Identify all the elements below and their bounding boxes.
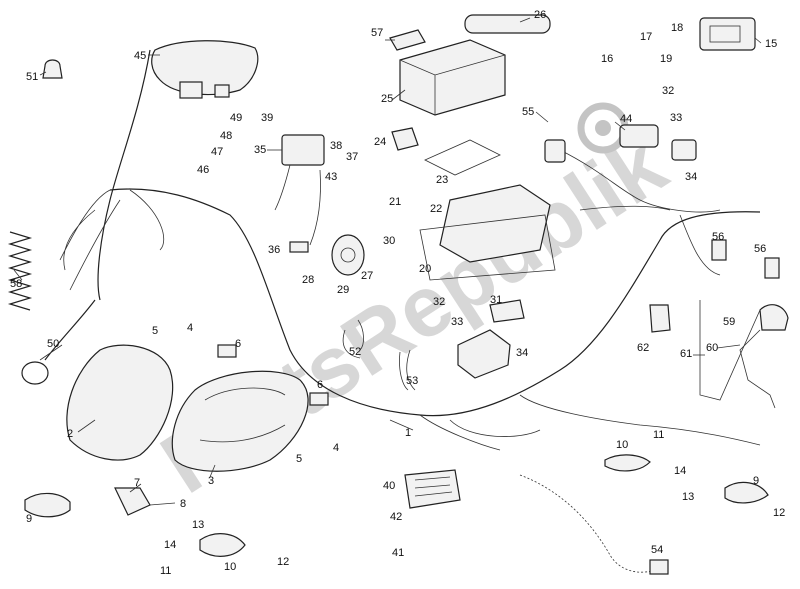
callout-62: 62 — [637, 342, 649, 354]
callout-1: 1 — [405, 427, 411, 439]
callout-34: 34 — [516, 347, 528, 359]
callout-16: 16 — [601, 53, 613, 65]
callout-32: 32 — [662, 85, 674, 97]
callout-4: 4 — [333, 442, 339, 454]
callout-6: 6 — [317, 379, 323, 391]
callout-24: 24 — [374, 136, 386, 148]
callout-18: 18 — [671, 22, 683, 34]
callout-54: 54 — [651, 544, 663, 556]
callout-11: 11 — [160, 565, 171, 577]
callout-44: 44 — [620, 113, 632, 125]
callout-29: 29 — [337, 284, 349, 296]
callout-33: 33 — [451, 316, 463, 328]
callout-12: 12 — [277, 556, 289, 568]
callout-48: 48 — [220, 130, 232, 142]
callout-34: 34 — [685, 171, 697, 183]
callout-12: 12 — [773, 507, 785, 519]
callout-10: 10 — [616, 439, 628, 451]
headlamp-housing — [66, 344, 174, 461]
callout-47: 47 — [211, 146, 223, 158]
callout-45: 45 — [134, 50, 146, 62]
callout-14: 14 — [164, 539, 176, 551]
callout-20: 20 — [419, 263, 431, 275]
callout-32: 32 — [433, 296, 445, 308]
leader-lines — [13, 17, 762, 506]
horn — [331, 234, 365, 276]
callout-5: 5 — [152, 325, 158, 337]
callout-17: 17 — [640, 31, 652, 43]
instrument-panel — [151, 40, 259, 96]
callout-61: 61 — [680, 348, 692, 360]
callout-4: 4 — [187, 322, 193, 334]
battery — [399, 39, 506, 116]
cdi-unit — [439, 184, 551, 263]
callout-49: 49 — [230, 112, 242, 124]
callout-50: 50 — [47, 338, 59, 350]
callout-19: 19 — [660, 53, 672, 65]
callout-41: 41 — [392, 547, 404, 559]
callout-9: 9 — [753, 475, 759, 487]
callout-28: 28 — [302, 274, 314, 286]
callout-38: 38 — [330, 140, 342, 152]
callout-21: 21 — [389, 196, 401, 208]
callout-33: 33 — [670, 112, 682, 124]
callout-6: 6 — [235, 338, 241, 350]
callout-5: 5 — [296, 453, 302, 465]
callout-13: 13 — [682, 491, 694, 503]
callout-43: 43 — [325, 171, 337, 183]
callout-8: 8 — [180, 498, 186, 510]
callout-56: 56 — [754, 243, 766, 255]
callout-46: 46 — [197, 164, 209, 176]
callout-23: 23 — [436, 174, 448, 186]
callout-37: 37 — [346, 151, 358, 163]
tail-light — [699, 17, 756, 51]
callout-39: 39 — [261, 112, 273, 124]
callout-40: 40 — [383, 480, 395, 492]
callout-22: 22 — [430, 203, 442, 215]
relay — [457, 329, 511, 379]
callout-7: 7 — [134, 477, 140, 489]
callout-14: 14 — [674, 465, 686, 477]
callout-11: 11 — [653, 429, 664, 441]
callout-15: 15 — [765, 38, 777, 50]
callout-55: 55 — [522, 106, 534, 118]
callout-52: 52 — [349, 346, 361, 358]
callout-51: 51 — [26, 71, 38, 83]
spring — [7, 231, 33, 311]
callout-56: 56 — [712, 231, 724, 243]
callout-26: 26 — [534, 9, 546, 21]
headlamp-lens — [171, 370, 309, 472]
callout-27: 27 — [361, 270, 373, 282]
callout-35: 35 — [254, 144, 266, 156]
callout-53: 53 — [406, 375, 418, 387]
callout-58: 58 — [10, 278, 22, 290]
callout-3: 3 — [208, 475, 214, 487]
callout-9: 9 — [26, 513, 32, 525]
voltage-regulator — [404, 469, 461, 509]
callout-31: 31 — [490, 294, 502, 306]
callout-59: 59 — [723, 316, 735, 328]
callout-13: 13 — [192, 519, 204, 531]
main-wiring-harness — [97, 49, 761, 417]
ignition-coil — [281, 134, 325, 166]
callout-36: 36 — [268, 244, 280, 256]
callout-57: 57 — [371, 27, 383, 39]
callout-2: 2 — [67, 428, 73, 440]
callout-60: 60 — [706, 342, 718, 354]
callout-25: 25 — [381, 93, 393, 105]
callout-30: 30 — [383, 235, 395, 247]
callout-42: 42 — [390, 511, 402, 523]
part-callouts: 1 2 3 4 4 5 5 6 6 7 8 9 9 10 10 11 11 12… — [10, 9, 785, 577]
callout-10: 10 — [224, 561, 236, 573]
